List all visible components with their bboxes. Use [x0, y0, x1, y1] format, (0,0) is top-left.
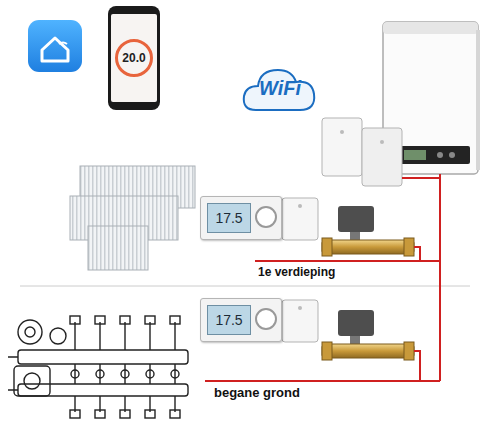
- room-receivers: [298, 204, 302, 208]
- floor-label: 1e verdieping: [256, 265, 337, 279]
- floor-manifold: [18, 350, 188, 364]
- zone-valves: [322, 238, 332, 256]
- control-wires: [205, 380, 440, 382]
- floor-label: begane grond: [212, 385, 302, 400]
- floor-manifold: [24, 373, 40, 389]
- room-thermostat: 17.5: [200, 298, 282, 342]
- lcd-display: 17.5: [207, 203, 251, 233]
- temperature-ring: 20.0: [115, 39, 153, 77]
- floor-separator: [20, 286, 470, 287]
- floor-manifold: [18, 384, 188, 396]
- display-reading: 17.5: [215, 210, 242, 226]
- boiler: [396, 146, 470, 164]
- zone-valves: [322, 240, 414, 254]
- boiler-receivers: [322, 118, 362, 176]
- app-icon: [28, 20, 82, 72]
- floor-manifold: [25, 327, 35, 337]
- control-wires: [414, 247, 420, 261]
- app-icon: [28, 20, 82, 72]
- floor-manifold: [171, 370, 179, 378]
- room-receivers: [298, 306, 302, 310]
- floor-manifold: [50, 328, 66, 344]
- floor-manifold: [18, 320, 42, 344]
- control-wires: [205, 174, 440, 381]
- boiler: [383, 22, 478, 34]
- radiators: [88, 226, 148, 270]
- zone-valves: [404, 238, 414, 256]
- control-button: [255, 308, 277, 330]
- zone-valves: [350, 336, 360, 344]
- floor-manifold: [75, 322, 175, 350]
- control-wires: [439, 174, 441, 381]
- floor-manifold: [146, 370, 154, 378]
- room-thermostat: 17.5: [200, 196, 282, 240]
- control-wires: [402, 177, 440, 179]
- floor-manifold: [75, 364, 175, 384]
- zone-valves: [322, 206, 414, 360]
- floor-manifold: [95, 316, 105, 324]
- app-icon: [42, 38, 68, 61]
- control-wires: [414, 351, 420, 381]
- floor-manifold: [14, 366, 50, 396]
- floor-manifold: [70, 316, 80, 324]
- boiler-receivers: [362, 128, 402, 186]
- room-receivers: [282, 300, 318, 342]
- floor-manifold: [121, 370, 129, 378]
- floor-manifold: [145, 410, 155, 418]
- lcd-display: 17.5: [207, 305, 251, 335]
- floor-manifold: [170, 316, 180, 324]
- boiler: [476, 30, 480, 170]
- floor-manifold: [145, 316, 155, 324]
- room-receivers: [282, 198, 318, 240]
- zone-valves: [338, 206, 374, 232]
- floor-manifold: [170, 410, 180, 418]
- control-wires: [255, 260, 440, 262]
- floor-separator: [20, 286, 470, 287]
- phone-screen: 20.0: [111, 14, 157, 102]
- floor-manifold: [70, 410, 80, 418]
- zone-valves: [322, 342, 332, 360]
- app-icon: [59, 43, 67, 45]
- boiler-receivers: [340, 130, 344, 134]
- floor-manifold: [96, 370, 104, 378]
- boiler-receivers: [322, 118, 402, 186]
- floor-manifold: [71, 370, 79, 378]
- radiators: [70, 166, 195, 270]
- zone-valves: [338, 310, 374, 336]
- zone-valves: [404, 342, 414, 360]
- boiler-receivers: [380, 140, 384, 144]
- control-button: [255, 206, 277, 228]
- floor-manifold: [95, 410, 105, 418]
- floor-manifold: [120, 316, 130, 324]
- zone-valves: [322, 344, 414, 358]
- wifi-logo-text: WiFi: [243, 77, 317, 100]
- boiler: [449, 152, 455, 158]
- boiler: [404, 150, 426, 160]
- floor-manifold: [8, 316, 188, 418]
- floor-manifold: [120, 410, 130, 418]
- display-reading: 20.0: [122, 51, 145, 65]
- smartphone: 20.0: [108, 6, 160, 110]
- boiler: [437, 152, 443, 158]
- floor-manifold: [8, 357, 18, 390]
- display-reading: 17.5: [215, 312, 242, 328]
- zone-valves: [350, 232, 360, 240]
